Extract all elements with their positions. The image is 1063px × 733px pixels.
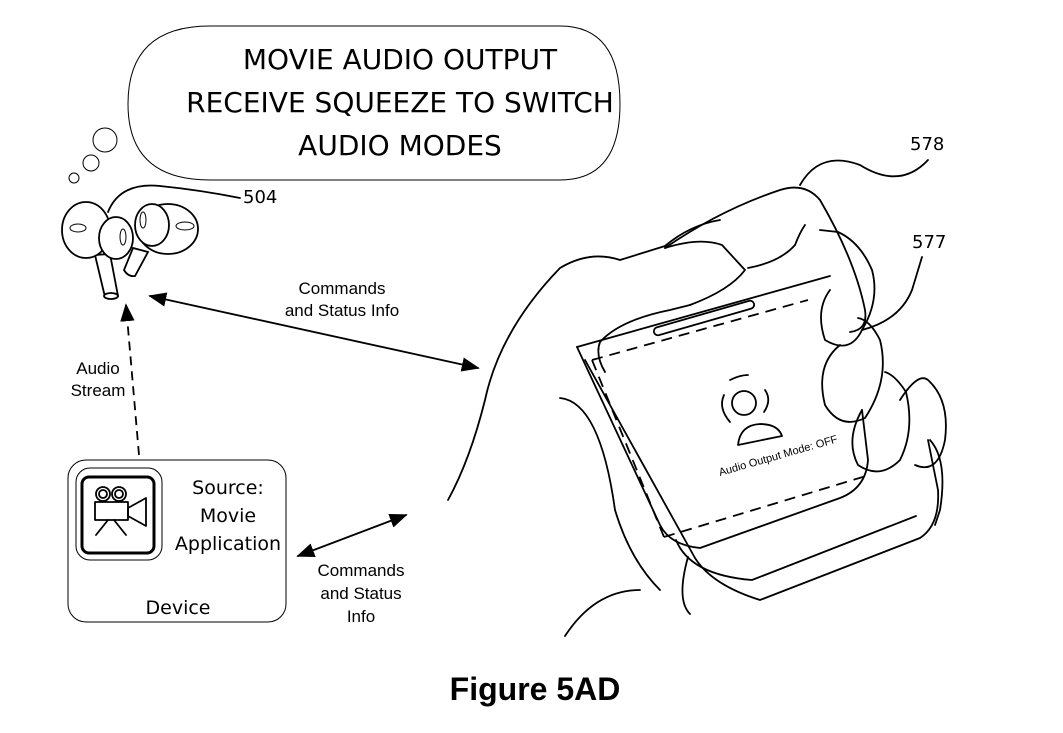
thought-line-3: AUDIO MODES: [298, 129, 502, 162]
case-leader-line: [861, 256, 923, 331]
source-line-3: Application: [175, 533, 281, 555]
hand-ref-label: 578: [910, 134, 944, 155]
earbuds-case-label-1: Commands: [299, 279, 386, 298]
source-line-1: Source:: [192, 477, 264, 499]
case-body-edge: [675, 515, 917, 581]
device-case-arrow: [296, 514, 408, 557]
thought-dot-medium: [82, 154, 100, 172]
person-sound-icon: [721, 374, 783, 446]
earbuds-leader-line: [107, 184, 241, 213]
figure-caption: Figure 5AD: [450, 671, 621, 707]
thought-dot-large: [92, 127, 118, 153]
thought-bubble: MOVIE AUDIO OUTPUT RECEIVE SQUEEZE TO SW…: [68, 25, 621, 184]
device-box: Source: Movie Application Device: [67, 459, 287, 623]
audio-stream-label-1: Audio: [76, 359, 119, 378]
movie-camera-icon: [80, 475, 156, 555]
thought-dot-small: [68, 172, 80, 184]
thought-line-2: RECEIVE SQUEEZE TO SWITCH: [186, 86, 614, 119]
earbuds-case-label-2: and Status Info: [285, 301, 399, 320]
audio-output-mode-status: Audio Output Mode: OFF: [718, 433, 840, 478]
left-earbud: [61, 201, 134, 300]
case-slot: [652, 299, 756, 337]
device-case-label-1: Commands: [318, 561, 405, 580]
right-earbud: [123, 203, 199, 278]
earbuds-case-arrow: [148, 292, 480, 372]
audio-stream-arrow-group: Audio Stream: [71, 303, 140, 456]
case-ref-label: 577: [912, 232, 946, 253]
hand-palm-outline: [447, 219, 721, 501]
device-outline: [67, 459, 287, 623]
device-case-arrow-group: Commands and Status Info: [296, 514, 408, 626]
case-screen-edge: [576, 346, 869, 549]
thought-bubble-outline: [127, 25, 621, 181]
device-case-label-2: and Status: [320, 584, 401, 603]
ring-finger: [821, 317, 884, 423]
case-body-outline: [584, 359, 940, 601]
app-tile: [75, 467, 163, 561]
audio-stream-arrow: [120, 303, 140, 456]
source-line-2: Movie: [200, 505, 256, 527]
earbuds: 504: [61, 184, 277, 300]
thought-line-1: MOVIE AUDIO OUTPUT: [243, 43, 558, 76]
case-top-edge: [576, 275, 831, 348]
earbuds-ref-label: 504: [243, 187, 277, 208]
device-case-label-3: Info: [347, 607, 375, 626]
hand-leader-line: [799, 159, 929, 186]
audio-stream-label-2: Stream: [71, 381, 126, 400]
pinky-finger: [851, 371, 911, 473]
index-finger: [664, 186, 867, 333]
hand-with-case: Audio Output Mode: OFF 578 577: [447, 134, 947, 637]
earbuds-case-arrow-group: Commands and Status Info: [148, 279, 480, 372]
device-label: Device: [146, 597, 211, 619]
